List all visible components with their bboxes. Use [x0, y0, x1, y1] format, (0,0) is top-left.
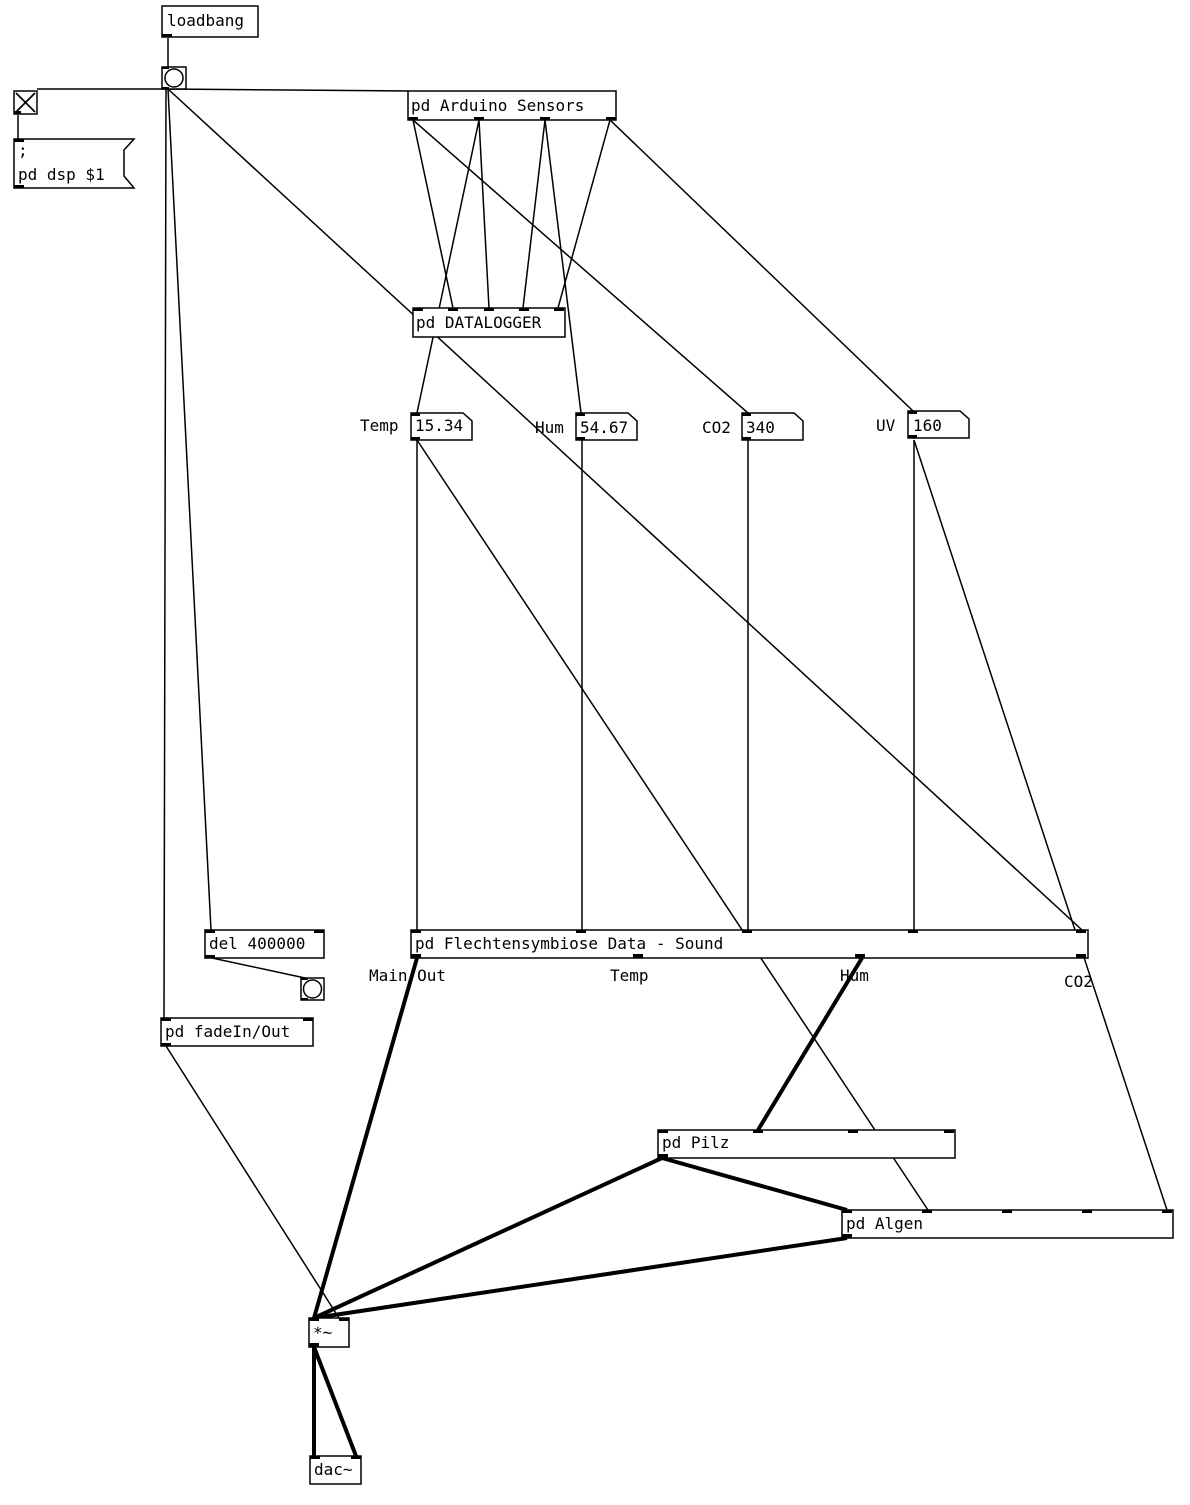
- comment-main-out: Main Out: [369, 966, 446, 985]
- number-value-temp: 15.34: [415, 416, 463, 435]
- number-value-co2: 340: [746, 418, 775, 437]
- arduino-sensors-label: pd Arduino Sensors: [411, 96, 584, 115]
- signal-wires: [312, 956, 864, 1457]
- dac-object[interactable]: dac~: [309, 1455, 362, 1485]
- number-box-co2[interactable]: CO2 340: [702, 412, 804, 441]
- number-value-uv: 160: [913, 416, 942, 435]
- number-label-temp: Temp: [360, 416, 399, 435]
- loadbang-object[interactable]: loadbang: [161, 5, 259, 38]
- multiply-signal-object[interactable]: *~: [308, 1317, 350, 1348]
- dac-label: dac~: [314, 1460, 353, 1479]
- loadbang-label: loadbang: [167, 11, 244, 30]
- number-box-temp[interactable]: Temp 15.34: [360, 412, 473, 441]
- delay-object[interactable]: del 400000: [204, 929, 325, 959]
- dsp-message-box[interactable]: ; pd dsp $1: [13, 138, 136, 189]
- algen-subpatch[interactable]: pd Algen: [841, 1209, 1174, 1239]
- bang-button[interactable]: [161, 66, 187, 90]
- multiply-label: *~: [313, 1323, 332, 1342]
- flechtensymbiose-label: pd Flechtensymbiose Data - Sound: [415, 934, 723, 953]
- delay-bang-button[interactable]: [300, 977, 325, 1001]
- arduino-sensors-subpatch[interactable]: pd Arduino Sensors: [407, 90, 617, 121]
- number-box-uv[interactable]: UV 160: [876, 410, 970, 439]
- dsp-toggle[interactable]: [13, 90, 38, 115]
- comment-co2: CO2: [1064, 972, 1093, 991]
- number-box-hum[interactable]: Hum 54.67: [535, 412, 638, 441]
- fade-subpatch[interactable]: pd fadeIn/Out: [160, 1017, 314, 1047]
- pilz-subpatch[interactable]: pd Pilz: [657, 1129, 956, 1159]
- datalogger-subpatch[interactable]: pd DATALOGGER: [412, 307, 566, 338]
- datalogger-label: pd DATALOGGER: [416, 313, 542, 332]
- comment-hum: Hum: [840, 966, 869, 985]
- algen-label: pd Algen: [846, 1214, 923, 1233]
- number-label-hum: Hum: [535, 418, 564, 437]
- message-line-2: pd dsp $1: [18, 165, 105, 184]
- pilz-label: pd Pilz: [662, 1133, 729, 1152]
- delay-label: del 400000: [209, 934, 305, 953]
- number-value-hum: 54.67: [580, 418, 628, 437]
- control-wires: [17, 38, 1168, 1319]
- flechtensymbiose-subpatch[interactable]: pd Flechtensymbiose Data - Sound: [410, 929, 1089, 959]
- number-label-co2: CO2: [702, 418, 731, 437]
- message-line-1: ;: [18, 141, 28, 160]
- number-label-uv: UV: [876, 416, 896, 435]
- fade-label: pd fadeIn/Out: [165, 1022, 290, 1041]
- comment-temp: Temp: [610, 966, 649, 985]
